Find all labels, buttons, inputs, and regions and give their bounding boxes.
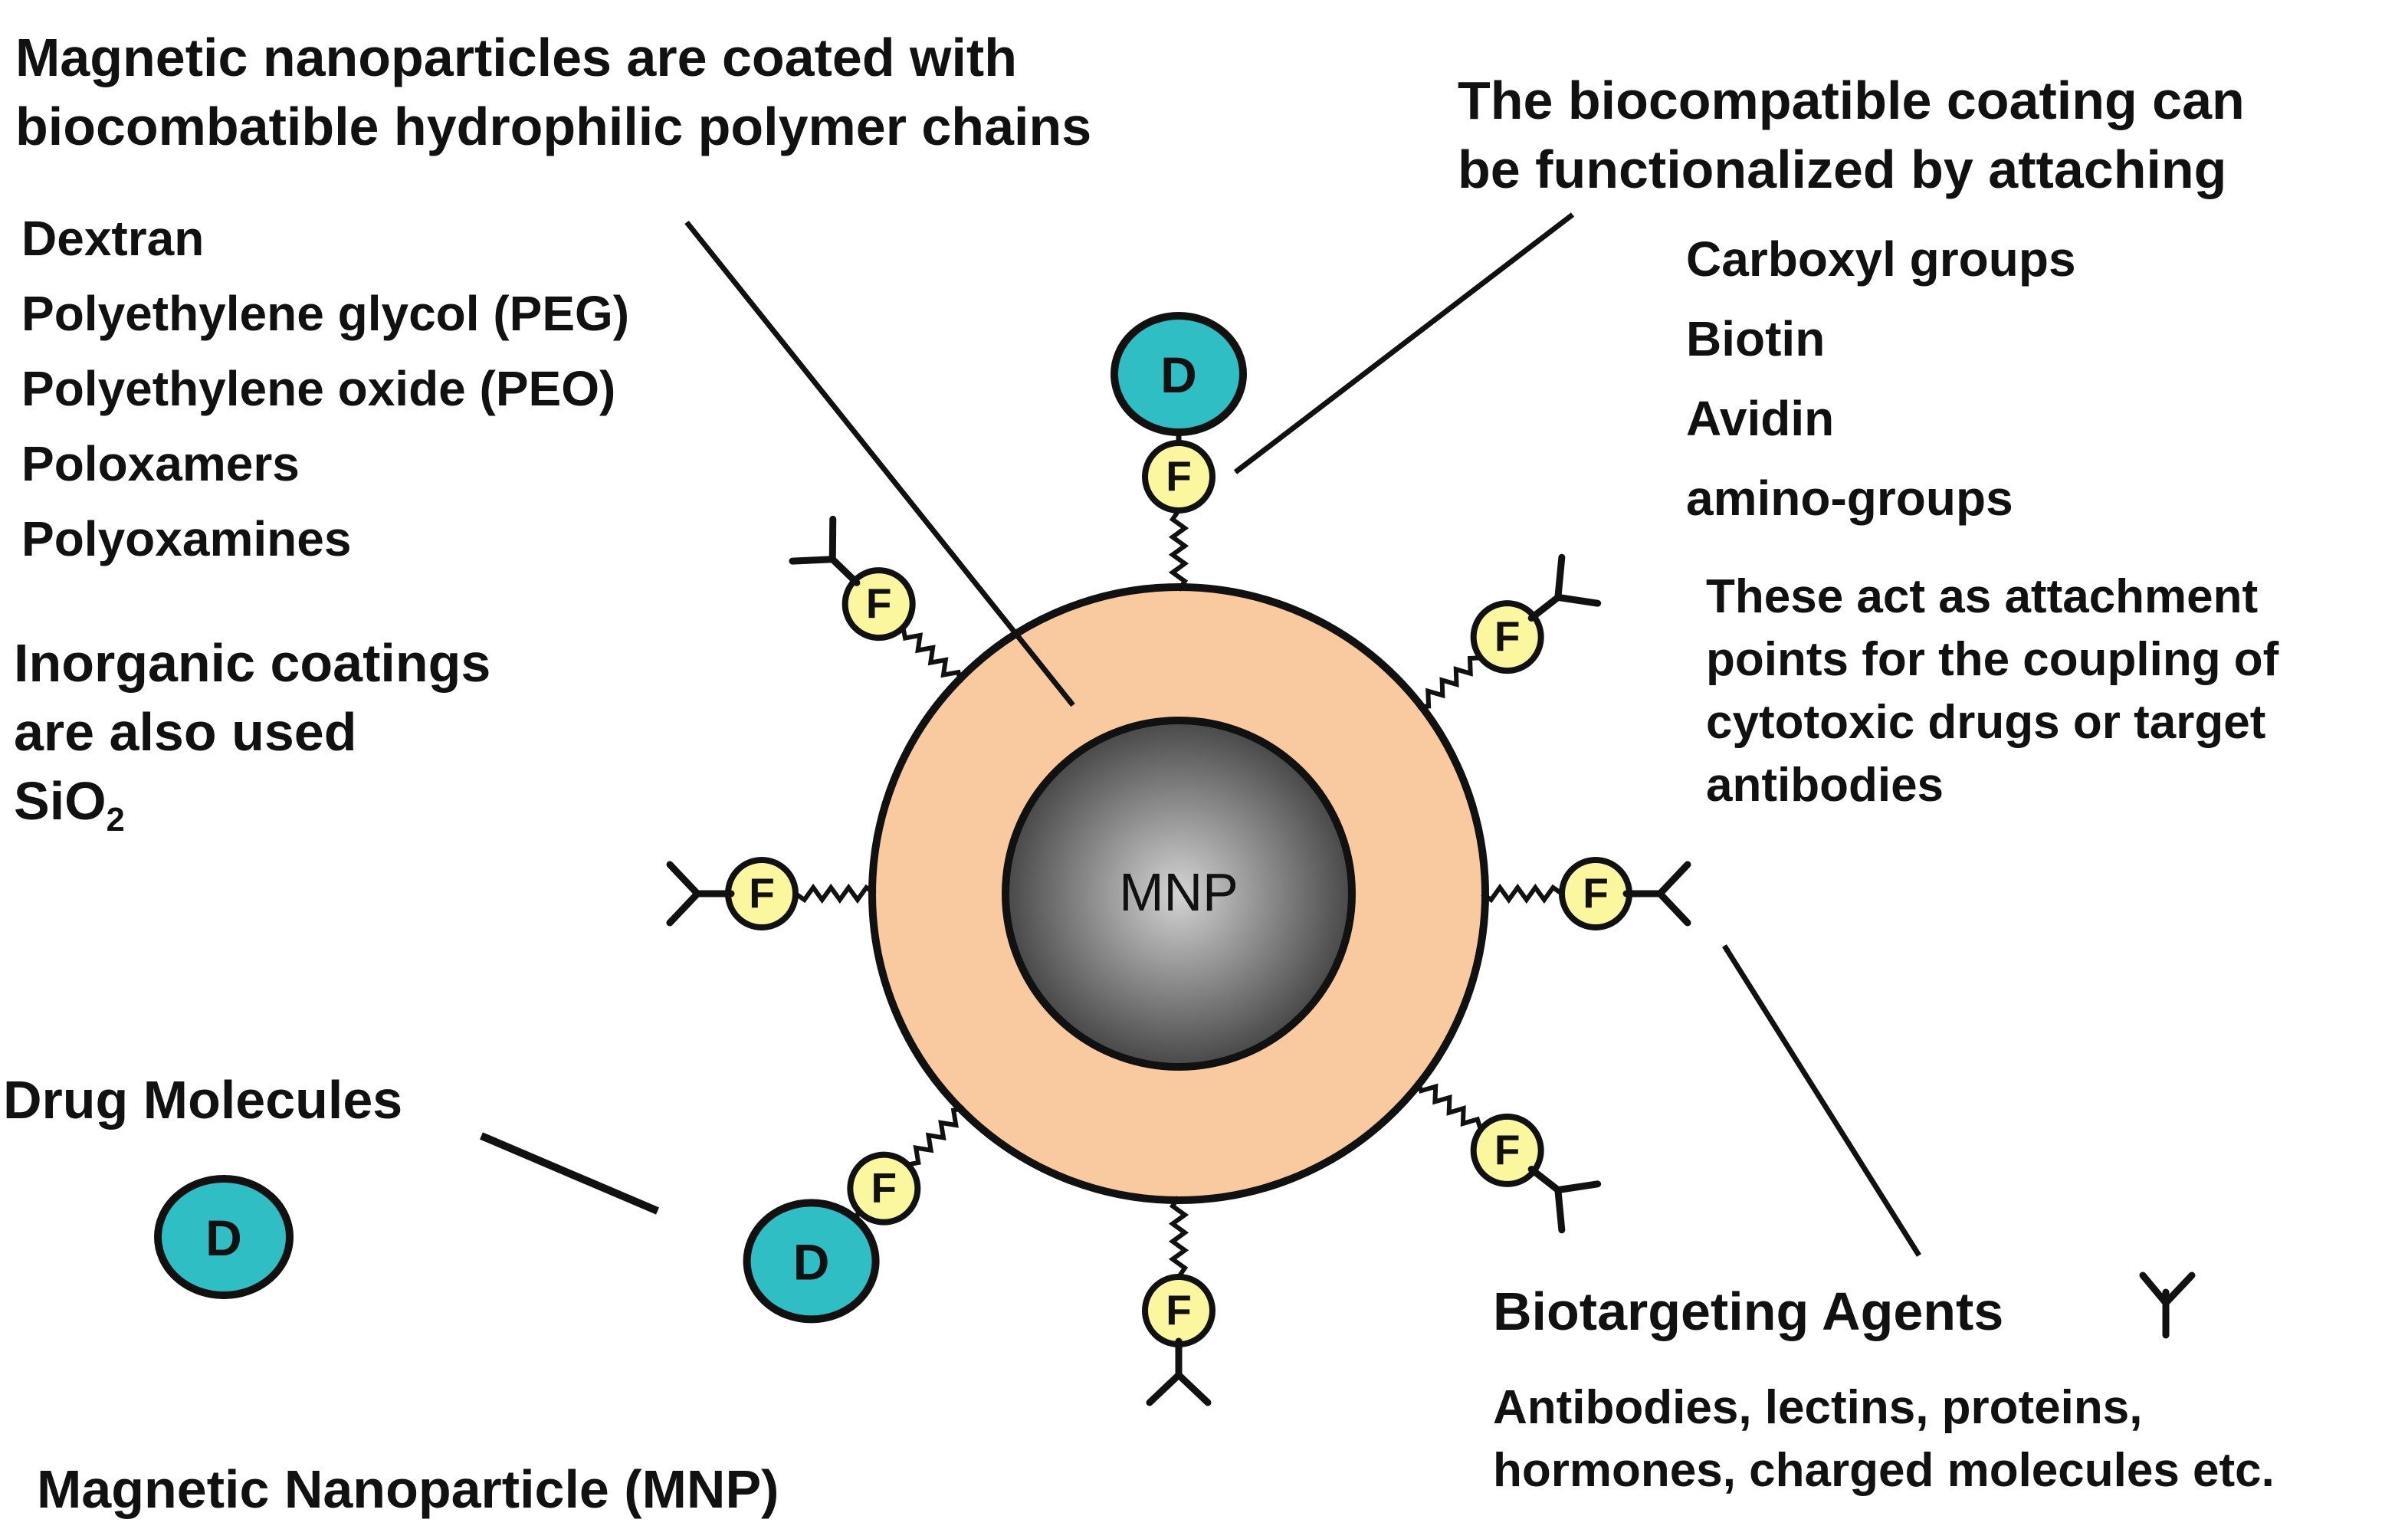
- functional-spoke: F: [789, 515, 963, 684]
- attachment-note-line: cytotoxic drugs or target: [1706, 696, 2266, 749]
- linker-label: F: [749, 869, 775, 917]
- biotargeting-line: hormones, charged molecules etc.: [1493, 1444, 2275, 1497]
- formula-base: SiO: [14, 771, 107, 831]
- drug-symbol: D: [1160, 346, 1197, 403]
- linker-label: F: [871, 1164, 897, 1212]
- linker-node: [841, 567, 916, 642]
- attachment-note: These act as attachment points for the c…: [1706, 566, 2278, 817]
- linker-label: F: [1494, 613, 1521, 661]
- functional-spoke: F: [1481, 857, 1691, 930]
- linker-label: F: [1166, 1286, 1192, 1334]
- free-drug-molecule: D: [154, 1175, 294, 1299]
- drug-arrow: [480, 1132, 659, 1215]
- functional-spoke: FD: [1111, 312, 1247, 592]
- functional-arrow: [1233, 212, 1575, 474]
- linker-node: [1470, 600, 1544, 674]
- coating-title-line: biocombatible hydrophilic polymer chains: [15, 97, 1092, 156]
- linker-node: [1470, 1113, 1544, 1187]
- polymer-spring: [794, 883, 877, 904]
- antibody-icon: [1527, 1166, 1602, 1234]
- functional-spoke: F: [1417, 553, 1602, 710]
- antibody-icon: [789, 515, 861, 586]
- list-item: Biotin: [1686, 311, 1826, 366]
- drug-body: [743, 1199, 880, 1324]
- functional-title-line: The biocompatible coating can: [1458, 71, 2245, 130]
- list-item: Carboxyl groups: [1686, 231, 2076, 287]
- drug-body: [154, 1175, 294, 1299]
- polymer-spring: [1416, 1079, 1483, 1130]
- drug-body: [1111, 312, 1247, 436]
- inorganic-line: are also used: [14, 702, 357, 762]
- antibody-icon: [1622, 861, 1691, 927]
- biotargeting-examples: Antibodies, lectins, proteins, hormones,…: [1493, 1377, 2275, 1502]
- list-item: Poloxamers: [21, 436, 300, 491]
- polymer-spring: [901, 627, 963, 684]
- drug-symbol: D: [793, 1233, 830, 1290]
- polymer-spring: [1481, 883, 1563, 904]
- drug-molecules-label: Drug Molecules: [3, 1070, 403, 1130]
- attachment-note-line: points for the coupling of: [1706, 633, 2279, 686]
- core-label: MNP: [1119, 862, 1238, 922]
- silica-formula: SiO2: [14, 766, 490, 839]
- list-item: amino-groups: [1686, 471, 2013, 526]
- polymer-spring: [1168, 509, 1189, 592]
- linker-node: [847, 1151, 921, 1226]
- list-item: Avidin: [1686, 391, 1835, 446]
- attachment-note-line: These act as attachment: [1706, 570, 2259, 623]
- functional-groups-list: Carboxyl groups Biotin Avidin amino-grou…: [1686, 219, 2076, 538]
- formula-subscript: 2: [106, 802, 125, 839]
- functional-spoke: F: [1416, 1079, 1602, 1234]
- functional-spoke: F: [1142, 1196, 1215, 1406]
- linker-node: [1142, 440, 1215, 514]
- coating-title-line: Magnetic nanoparticles are coated with: [15, 28, 1017, 87]
- list-item: Dextran: [21, 211, 205, 266]
- antibody-legend-icon: [2139, 1272, 2196, 1339]
- list-item: Polyethylene oxide (PEO): [21, 361, 616, 416]
- linker-label: F: [866, 580, 892, 628]
- drug-symbol: D: [205, 1209, 242, 1266]
- magnetic-core: [1002, 717, 1356, 1071]
- list-item: Polyoxamines: [21, 511, 352, 566]
- list-item: Polyethylene glycol (PEG): [21, 286, 630, 341]
- polymer-spring: [1168, 1196, 1189, 1278]
- biotargeting-line: Antibodies, lectins, proteins,: [1493, 1381, 2143, 1434]
- antibody-icon: [666, 861, 735, 927]
- functional-title-line: be functionalized by attaching: [1458, 139, 2227, 199]
- linker-label: F: [1166, 452, 1192, 500]
- linker-label: F: [1494, 1126, 1521, 1173]
- functional-title: The biocompatible coating can be functio…: [1458, 66, 2245, 204]
- functional-spoke: F: [666, 857, 877, 930]
- attachment-note-line: antibodies: [1706, 759, 1944, 812]
- polymer-spring: [1417, 655, 1481, 710]
- biotargeting-title: Biotargeting Agents: [1493, 1281, 2004, 1341]
- mnp-caption: Magnetic Nanoparticle (MNP): [37, 1459, 779, 1519]
- antibody-icon: [1146, 1337, 1212, 1406]
- polymer-spring: [907, 1106, 965, 1167]
- functional-spoke: FD: [743, 1106, 965, 1324]
- biotarget-arrow: [1722, 944, 1921, 1257]
- linker-label: F: [1583, 869, 1609, 917]
- coating-title: Magnetic nanoparticles are coated with b…: [15, 23, 1091, 161]
- polymer-list: Dextran Polyethylene glycol (PEG) Polyet…: [21, 201, 629, 576]
- inorganic-note: Inorganic coatings are also used SiO2: [14, 628, 491, 839]
- coating-arrow: [684, 220, 1075, 707]
- antibody-icon: [1527, 553, 1602, 622]
- inorganic-line: Inorganic coatings: [14, 633, 491, 693]
